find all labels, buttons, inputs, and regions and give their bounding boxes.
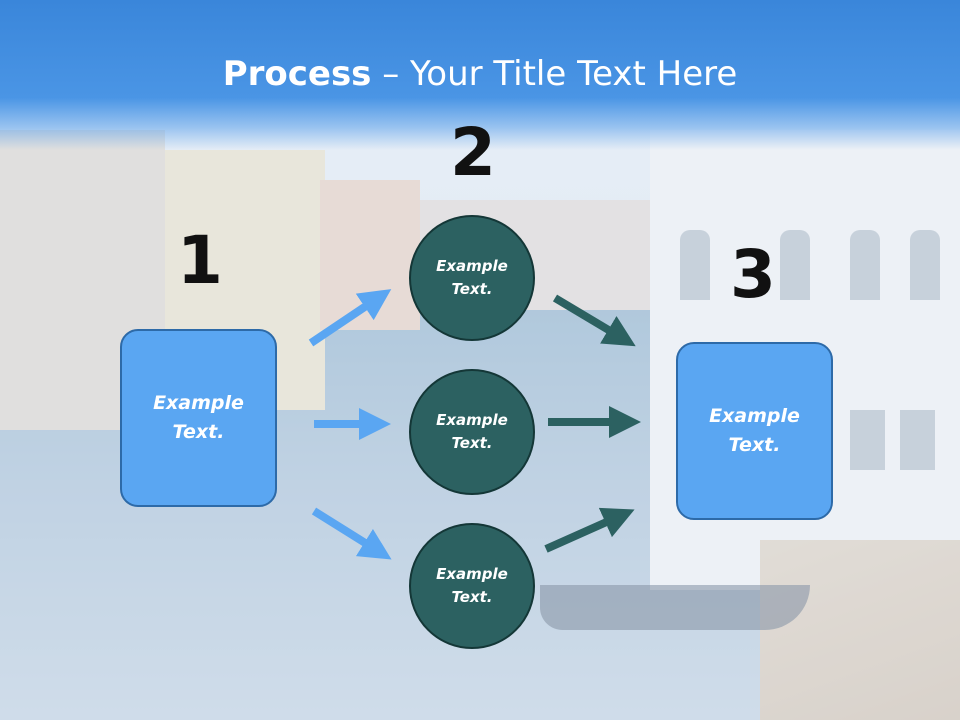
process-circle-top-text: Example Text. <box>436 257 508 298</box>
slide-title: Process – Your Title Text Here <box>0 52 960 96</box>
process-circle-bottom-text: Example Text. <box>436 565 508 606</box>
process-circle-bottom: Example Text. <box>409 523 535 649</box>
process-circle-middle-text: Example Text. <box>436 411 508 452</box>
process-circle-top: Example Text. <box>409 215 535 341</box>
process-circle-middle: Example Text. <box>409 369 535 495</box>
process-box-right-text: Example Text. <box>709 405 800 456</box>
background-window <box>910 230 940 300</box>
title-rest-part: – Your Title Text Here <box>371 54 738 94</box>
title-bar: Process – Your Title Text Here <box>0 0 960 150</box>
step-number-3: 3 <box>730 236 776 313</box>
background-window <box>850 410 885 470</box>
process-box-left-text: Example Text. <box>153 392 244 443</box>
step-number-1: 1 <box>177 222 223 299</box>
background-gondola <box>540 585 810 630</box>
arrow-left-to-bottom <box>311 507 392 560</box>
background-window <box>850 230 880 300</box>
title-bold-part: Process <box>222 54 372 94</box>
process-box-right: Example Text. <box>676 342 833 520</box>
background-window <box>900 410 935 470</box>
arrow-top-to-right <box>552 294 636 347</box>
arrow-left-to-top <box>308 289 392 347</box>
background-window <box>780 230 810 300</box>
arrow-bottom-to-right <box>544 507 635 553</box>
background-window <box>680 230 710 300</box>
process-box-left: Example Text. <box>120 329 277 507</box>
background-dock <box>760 540 960 720</box>
step-number-2: 2 <box>450 114 496 191</box>
